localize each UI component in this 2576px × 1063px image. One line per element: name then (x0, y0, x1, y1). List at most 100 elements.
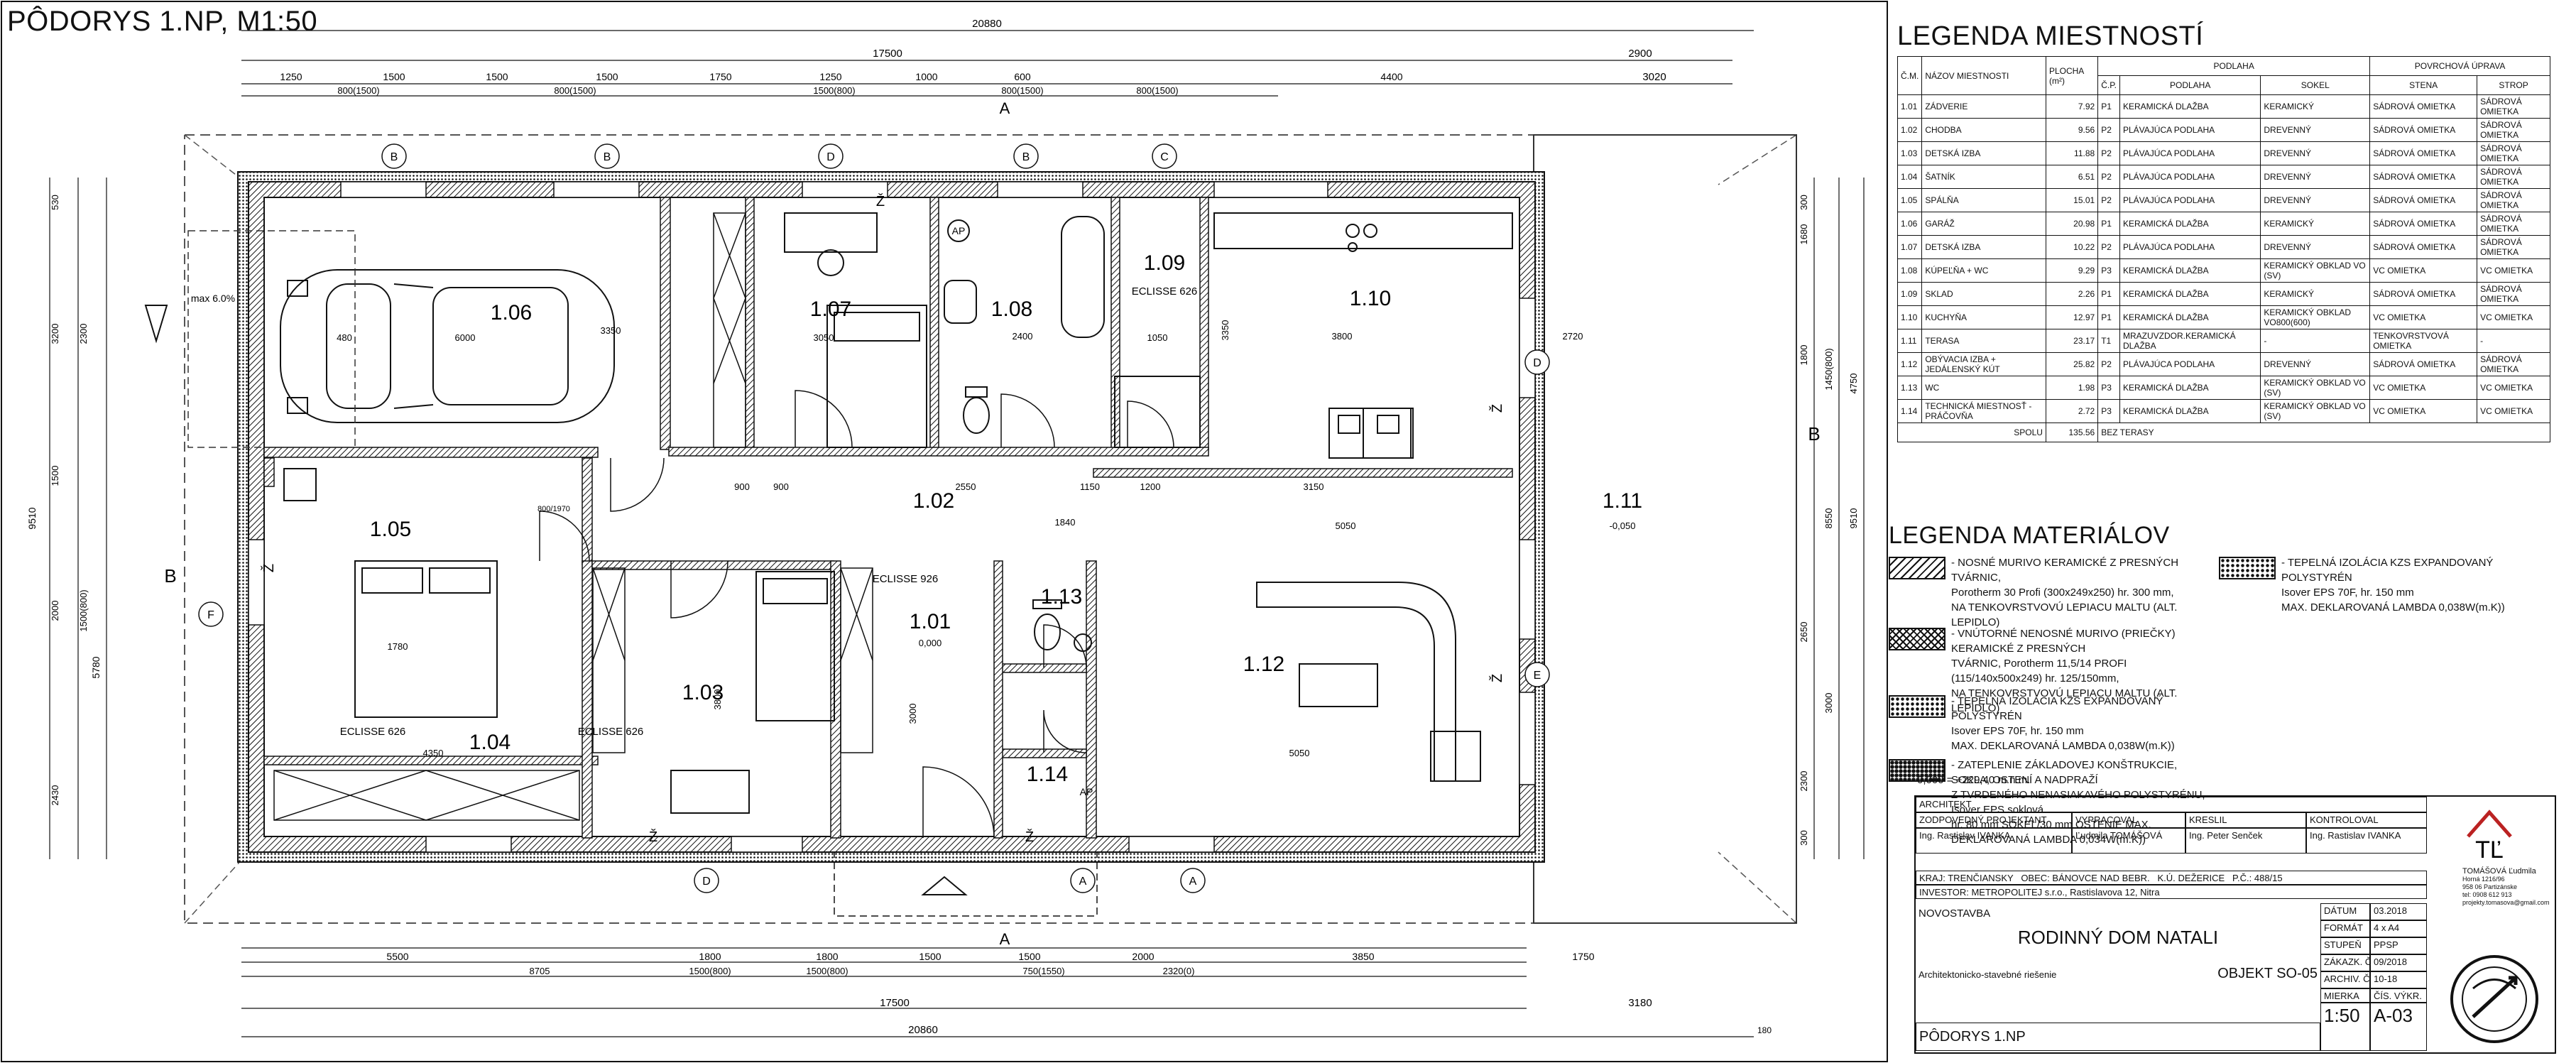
room-cell: KERAMICKÝ (2260, 282, 2371, 306)
dim-text: 17500 (880, 997, 910, 1009)
room-cell: SÁDROVÁ OMIETKA (2477, 212, 2550, 236)
room-cell: SÁDROVÁ OMIETKA (2369, 141, 2478, 165)
material-text: - NOSNÉ MURIVO KERAMICKÉ Z PRESNÝCH TVÁR… (1951, 557, 2179, 584)
axis-b-bubble (1013, 143, 1039, 169)
room-cell: 1.10 (1896, 305, 1923, 329)
dim-text: 750(1550) (1022, 966, 1064, 976)
th-ceiling: STROP (2477, 75, 2550, 95)
axis-b: B (391, 151, 398, 163)
tb-kreslil-label: KRESLIL (2185, 812, 2306, 828)
room-cell: P2 (2097, 235, 2120, 259)
tb-project: RODINNÝ DOM NATALI (2017, 927, 2219, 948)
dim-text: 2900 (1628, 48, 1652, 60)
room-cell: TERASA (1921, 329, 2046, 353)
room-cell: VC OMIETKA (2369, 376, 2478, 400)
dim-text: 3000 (1823, 693, 1834, 714)
room-cell: DREVENNÝ (2260, 118, 2371, 142)
axis-f: F (207, 609, 214, 621)
room-cell: SÁDROVÁ OMIETKA (2477, 141, 2550, 165)
section-mark-b: B (164, 565, 176, 587)
title-block: ARCHITEKT ZODPOVEDNÝ PROJEKTANT VYPRACOV… (1914, 795, 2556, 1054)
ap-mark: AP (952, 225, 966, 236)
wardrobe-units (273, 212, 873, 821)
dim-text: 3050 (814, 332, 834, 343)
room-cell: SÁDROVÁ OMIETKA (2477, 94, 2550, 119)
material-text: NA TENKOVRSTVOVÚ LEPIACU MALTU (ALT. LEP… (1951, 601, 2178, 628)
dim-text: 5780 (90, 656, 102, 678)
dim-text: 3800 (1332, 331, 1353, 342)
room-cell: PLÁVAJÚCA PODLAHA (2119, 118, 2261, 142)
axis-d: D (1533, 357, 1541, 369)
dim-text: 1000 (915, 71, 937, 82)
tb-investor: METROPOLITEJ s.r.o., Rastislavova 12, Ni… (1971, 887, 2160, 898)
material-text: - TEPELNÁ IZOLÁCIA KZS EXPANDOVANÝ POLYS… (1951, 695, 2163, 722)
tb-subtitle: Architektonicko-stavebné riešenie (1919, 969, 2057, 980)
section-mark-b: B (1808, 423, 1820, 445)
room-cell: VC OMIETKA (2477, 376, 2550, 400)
room-cell: P1 (2097, 282, 2120, 306)
dim-text: 3350 (601, 325, 621, 336)
material-item: - ZATEPLENIE ZÁKLADOVEJ KONŠTRUKCIE, SOK… (1889, 758, 2208, 847)
tb-investor-row: INVESTOR: METROPOLITEJ s.r.o., Rastislav… (1916, 885, 2427, 899)
tb-datum: 03.2018 (2370, 903, 2427, 920)
tb-format-label: FORMÁT (2320, 920, 2370, 937)
material-text: Porotherm 30 Profi (300x249x250) hr. 300… (1951, 587, 2174, 599)
axis-c-bubble (1152, 143, 1177, 169)
room-cell: 1.09 (1896, 282, 1923, 306)
room-cell: KÚPEĽŇA + WC (1921, 258, 2046, 283)
room-cell: SÁDROVÁ OMIETKA (2369, 165, 2478, 189)
room-cell: KERAMICKÁ DLAŽBA (2119, 399, 2261, 423)
room-cell: 1.01 (1896, 94, 1923, 119)
room-cell: 1.06 (1896, 212, 1923, 236)
dim-text: 600 (1014, 71, 1031, 82)
tb-stupen-label: STUPEŇ (2320, 937, 2370, 954)
dim-text: 1500 (50, 466, 60, 486)
room-cell: TENKOVRSTVOVÁ OMIETKA (2369, 329, 2478, 353)
room-number-1-08: 1.08 (991, 298, 1032, 321)
dim-text: 1500 (919, 951, 941, 962)
axis-d: D (702, 876, 711, 888)
level-mark: 0,000 (919, 638, 942, 648)
dim-text: 1780 (388, 641, 408, 652)
room-cell: 12.97 (2045, 305, 2099, 329)
tb-archiv-label: ARCHIV. Č. (2320, 971, 2370, 988)
room-cell: DREVENNÝ (2260, 235, 2371, 259)
room-cell: P2 (2097, 165, 2120, 189)
dim-text: 300 (1799, 830, 1809, 846)
axis-a-bubble (1180, 868, 1206, 893)
logo-initials: TĽ (2475, 836, 2504, 863)
room-cell: SÁDROVÁ OMIETKA (2369, 118, 2478, 142)
tb-kontroloval-label: KONTROLOVAL (2306, 812, 2427, 828)
room-cell: P1 (2097, 94, 2120, 119)
tb-drawing-name: PÔDORYS 1.NP (1916, 1023, 2320, 1051)
dim-text: 1200 (1140, 481, 1161, 492)
room-cell: SÁDROVÁ OMIETKA (2369, 235, 2478, 259)
material-text: Isover EPS 70F, hr. 150 mm (1951, 725, 2084, 737)
tb-format: 4 x A4 (2370, 920, 2427, 937)
dim-text: 1250 (280, 71, 302, 82)
dim-text: 2300 (78, 324, 89, 344)
tb-kraj: TRENČIANSKY (1948, 873, 2014, 883)
room-cell: PLÁVAJÚCA PODLAHA (2119, 352, 2261, 376)
room-cell: 10.22 (2045, 235, 2099, 259)
dim-text: 3000 (907, 704, 918, 724)
material-text: MAX. DEKLAROVANÁ LAMBDA 0,038W(m.K)) (2281, 601, 2505, 614)
stamp-seal (2450, 955, 2538, 1043)
material-text: NA TENKOVRSTVOVÚ LEPIACU MALTU (ALT. LEP… (1951, 687, 2178, 714)
room-cell: 6.51 (2045, 165, 2099, 189)
room-legend-title: LEGENDA MIESTNOSTÍ (1897, 21, 2204, 51)
dim-text: 1500(800) (689, 966, 731, 976)
axis-a: A (1079, 876, 1087, 888)
room-cell: SÁDROVÁ OMIETKA (2369, 188, 2478, 212)
tb-vypracoval-name: Ľudmila TOMÁŠOVÁ (2072, 828, 2185, 854)
tb-architekt: ARCHITEKT (1916, 797, 2427, 812)
dim-text: 6000 (455, 332, 476, 343)
dim-text: 530 (50, 195, 60, 210)
dim-text: 180 (1757, 1025, 1772, 1035)
dim-text: 2000 (50, 601, 60, 621)
room-cell: VC OMIETKA (2477, 399, 2550, 423)
dim-text: 3350 (1220, 320, 1230, 341)
